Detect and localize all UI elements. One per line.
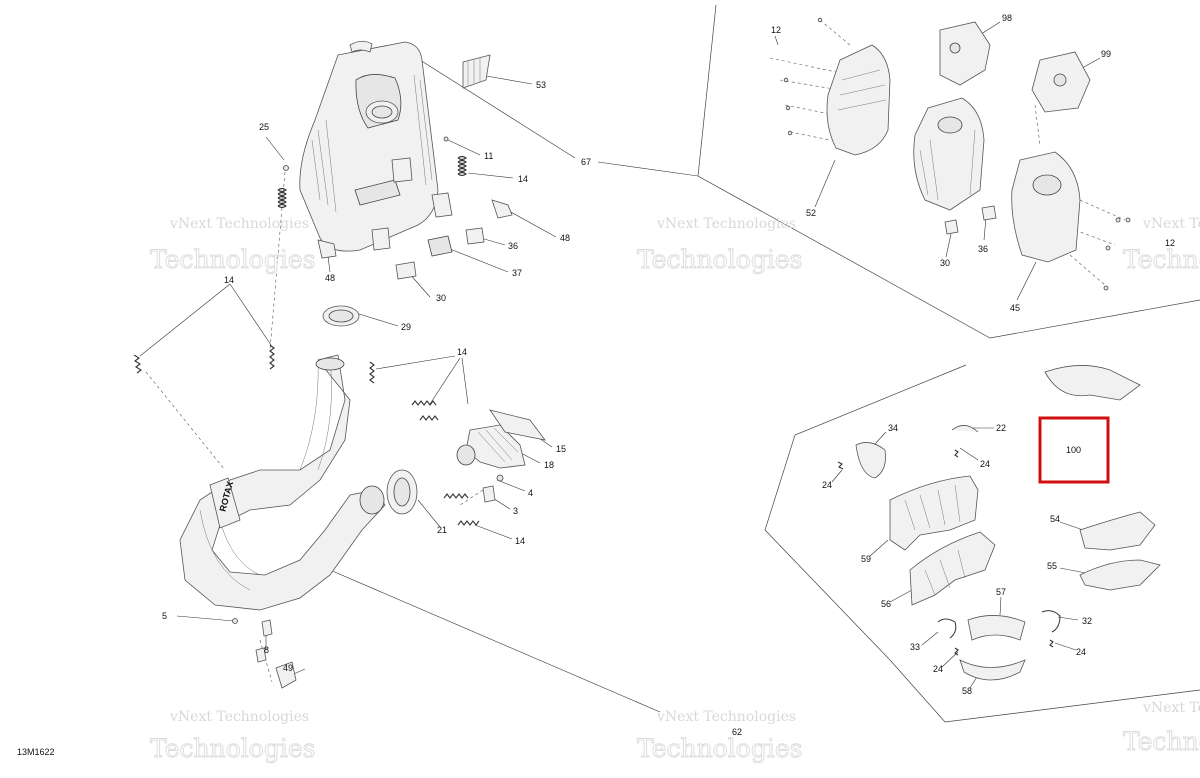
callout-12: 12: [771, 25, 781, 35]
callout-15: 15: [556, 444, 566, 454]
callout-53: 53: [536, 80, 546, 90]
callout-3: 3: [513, 506, 518, 516]
callout-34: 34: [888, 423, 898, 433]
upper-right-assembly: [783, 17, 1131, 291]
svg-text:vNext Technologies: vNext Technologies: [169, 709, 309, 725]
diagram-code: 13M1622: [17, 747, 55, 757]
callout-49: 49: [283, 663, 293, 673]
callout-62: 62: [732, 727, 742, 737]
callout-24: 24: [1076, 647, 1086, 657]
svg-text:Technologies: Technologies: [637, 734, 802, 763]
svg-text:vNext Technologies: vNext Technologies: [169, 216, 309, 232]
lower-right-assembly: [837, 365, 1161, 681]
svg-text:vNext Technologies: vNext Technologies: [1142, 216, 1200, 232]
exhaust-manifold-18: [456, 409, 546, 503]
callout-33: 33: [910, 642, 920, 652]
callout-67: 67: [581, 157, 591, 167]
callout-14: 14: [224, 275, 234, 285]
callout-54: 54: [1050, 514, 1060, 524]
callout-48: 48: [560, 233, 570, 243]
callout-5: 5: [162, 611, 167, 621]
svg-text:vNext Technologies: vNext Technologies: [1142, 700, 1200, 716]
callout-37: 37: [512, 268, 522, 278]
svg-text:Technologies: Technologies: [1123, 245, 1200, 274]
callout-52: 52: [806, 208, 816, 218]
callout-18: 18: [544, 460, 554, 470]
callout-58: 58: [962, 686, 972, 696]
svg-text:Technologies: Technologies: [637, 245, 802, 274]
muffler-part-67: [299, 40, 453, 252]
callouts: 53 67 25 11 14 36 48 48 37 30 29 14 14 1…: [162, 13, 1175, 737]
callout-48: 48: [325, 273, 335, 283]
callout-100: 100: [1066, 445, 1081, 455]
callout-25: 25: [259, 122, 269, 132]
callout-14: 14: [515, 536, 525, 546]
svg-text:Technologies: Technologies: [150, 245, 315, 274]
callout-4: 4: [528, 488, 533, 498]
svg-text:vNext Technologies: vNext Technologies: [656, 709, 796, 725]
callout-21: 21: [437, 525, 447, 535]
svg-text:Technologies: Technologies: [150, 734, 315, 763]
watermarks: vNext Technologies Technologies vNext Te…: [150, 216, 1200, 764]
callout-24: 24: [822, 480, 832, 490]
springs-14: [133, 344, 480, 526]
callout-99: 99: [1101, 49, 1111, 59]
callout-59: 59: [861, 554, 871, 564]
upper-left-small-parts: [277, 54, 513, 327]
callout-56: 56: [881, 599, 891, 609]
callout-8: 8: [264, 645, 269, 655]
callout-24: 24: [933, 664, 943, 674]
assembly-frames: [697, 4, 1200, 723]
callout-57: 57: [996, 587, 1006, 597]
callout-36: 36: [978, 244, 988, 254]
callout-30: 30: [436, 293, 446, 303]
callout-32: 32: [1082, 616, 1092, 626]
svg-text:vNext Technologies: vNext Technologies: [656, 216, 796, 232]
svg-text:Technologies: Technologies: [1123, 727, 1200, 756]
callout-14: 14: [457, 347, 467, 357]
callout-12: 12: [1165, 238, 1175, 248]
callout-55: 55: [1047, 561, 1057, 571]
callout-30: 30: [940, 258, 950, 268]
callout-24: 24: [980, 459, 990, 469]
callout-14: 14: [518, 174, 528, 184]
bottom-left-small-parts: [232, 618, 297, 689]
callout-98: 98: [1002, 13, 1012, 23]
part-100-highlight: [1038, 416, 1110, 484]
tuned-pipe: ROTAX: [179, 354, 418, 611]
callout-29: 29: [401, 322, 411, 332]
callout-36: 36: [508, 241, 518, 251]
callout-45: 45: [1010, 303, 1020, 313]
callout-22: 22: [996, 423, 1006, 433]
callout-11: 11: [484, 151, 493, 161]
